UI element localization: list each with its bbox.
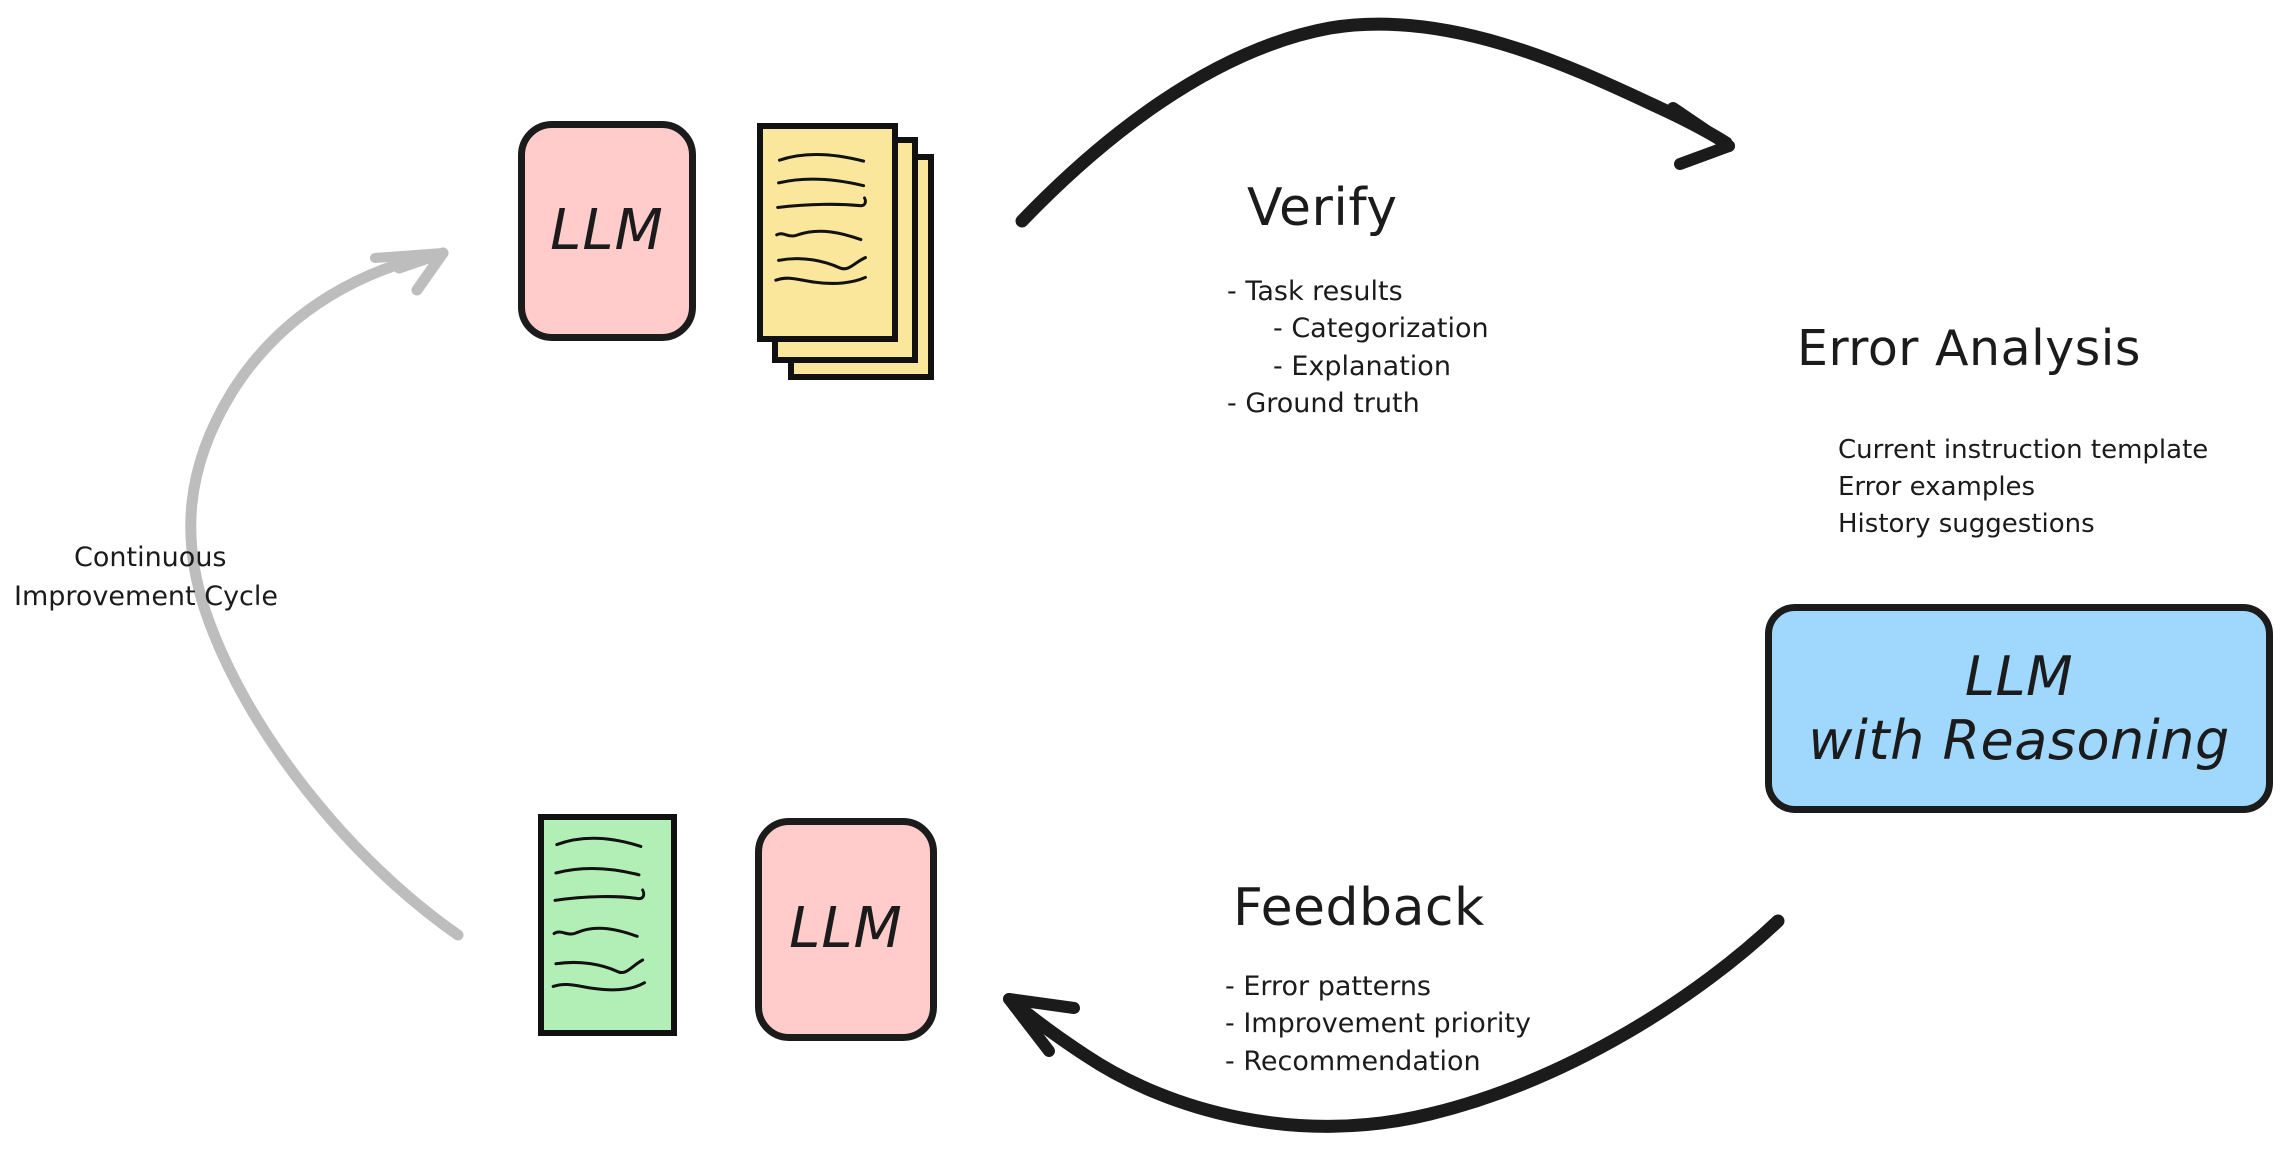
feedback-heading: Feedback — [1233, 878, 1485, 938]
verify-heading: Verify — [1247, 178, 1398, 238]
document-green[interactable] — [538, 814, 677, 1036]
feedback-list-item: - Improvement priority — [1225, 1008, 1531, 1040]
continuous-improvement-cycle-label: Continuous Improvement Cycle — [14, 538, 278, 616]
verify-list-item: - Ground truth — [1227, 387, 1420, 419]
verify-list-item: - Categorization — [1273, 313, 1489, 345]
document-sheet-front — [757, 123, 898, 342]
feedback-list: - Error patterns - Improvement priority … — [1225, 968, 1531, 1080]
document-text-lines — [551, 836, 646, 992]
llm-with-reasoning-line2: with Reasoning — [1808, 708, 2230, 772]
error-analysis-list-item: History suggestions — [1838, 508, 2095, 539]
error-analysis-list-item: Current instruction template — [1838, 435, 2209, 465]
verify-list-item: - Task results — [1227, 276, 1403, 307]
cycle-label-line1: Continuous — [74, 542, 227, 573]
verify-list-item: - Explanation — [1273, 350, 1451, 382]
error-analysis-list-item: Error examples — [1838, 471, 2036, 502]
feedback-list-item: - Error patterns — [1225, 971, 1431, 1002]
llm-node-top[interactable]: LLM — [518, 121, 696, 341]
cycle-label-line2: Improvement Cycle — [14, 581, 279, 613]
error-analysis-list: Current instruction template Error examp… — [1838, 432, 2208, 543]
feedback-list-item: - Recommendation — [1225, 1045, 1481, 1077]
verify-list: - Task results - Categorization - Explan… — [1227, 273, 1489, 422]
llm-with-reasoning-line1: LLM — [1964, 644, 2074, 708]
llm-node-top-label: LLM — [550, 197, 664, 263]
document-stack-yellow[interactable] — [752, 118, 952, 383]
llm-node-bottom[interactable]: LLM — [755, 818, 937, 1041]
error-analysis-heading: Error Analysis — [1797, 320, 2141, 377]
document-text-lines — [774, 153, 867, 285]
llm-node-bottom-label: LLM — [789, 896, 903, 962]
